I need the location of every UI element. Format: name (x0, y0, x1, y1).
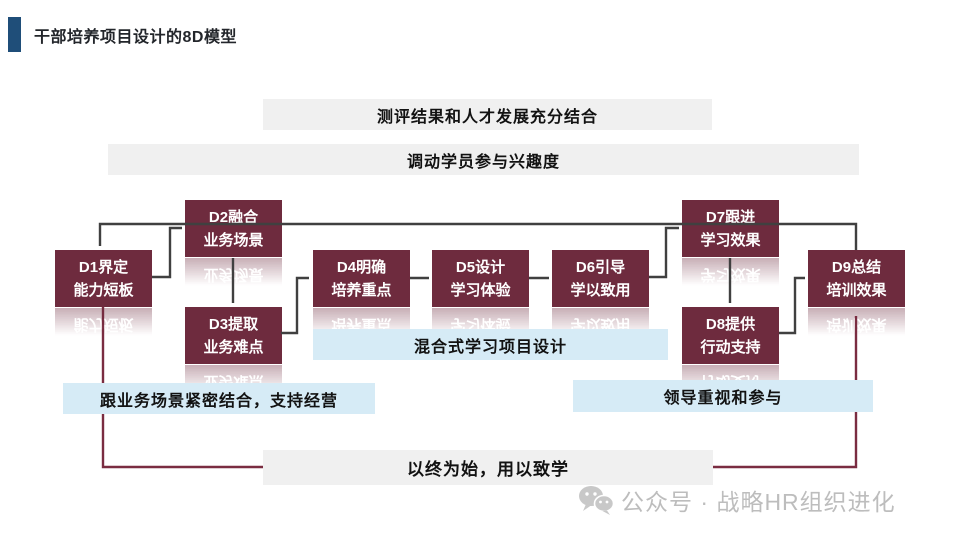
box-d4-line2: 培养重点 (331, 281, 392, 299)
box-d6: D6引导 学以致用 (552, 250, 649, 307)
box-d2: D2融合 业务场景 (185, 200, 282, 257)
box-d8: D8提供 行动支持 (682, 307, 779, 364)
watermark-text: 公众号 · 战略HR组织进化 (621, 489, 896, 515)
connector-d6-d7 (649, 226, 679, 279)
box-d3-line2: 业务难点 (203, 338, 264, 356)
box-d6-line1: D6引导 (575, 258, 626, 276)
box-d5-line1: D5设计 (455, 258, 506, 276)
banner-begin-with-end: 以终为始，用以致学 (263, 450, 713, 485)
connector-d1-d2 (152, 226, 182, 279)
box-d8-line1: D8提供 (705, 315, 756, 333)
page-title: 干部培养项目设计的8D模型 (34, 29, 237, 46)
box-d5: D5设计 学习体验 (432, 250, 529, 307)
connector-d3-d4 (281, 276, 309, 335)
watermark: 公众号 · 战略HR组织进化 (578, 483, 896, 517)
connector-d8-d9 (779, 276, 805, 335)
box-d2-line2: 业务场景 (203, 231, 264, 249)
box-d7: D7跟进 学习效果 (682, 200, 779, 257)
banner-business-scenario: 跟业务场景紧密结合，支持经营 (63, 383, 375, 414)
banner-engage-interest: 调动学员参与兴趣度 (108, 144, 859, 175)
box-d6-line2: 学以致用 (570, 281, 631, 299)
box-d7-line1: D7跟进 (705, 208, 756, 226)
box-d9: D9总结 培训效果 (808, 250, 905, 307)
box-d4-line1: D4明确 (336, 258, 387, 276)
box-d9-line1: D9总结 (831, 258, 882, 276)
banner-leader-participation: 领导重视和参与 (573, 380, 873, 412)
box-d2-line1: D2融合 (208, 208, 259, 226)
box-d1-line1: D1界定 (78, 258, 129, 276)
banner-blended-learning: 混合式学习项目设计 (313, 329, 668, 360)
box-d4: D4明确 培养重点 (313, 250, 410, 307)
title-accent-bar (8, 17, 21, 52)
box-d1-line2: 能力短板 (73, 281, 134, 299)
wechat-icon (579, 486, 614, 515)
box-d5-line2: 学习体验 (450, 281, 511, 299)
box-d3-line1: D3提取 (208, 315, 259, 333)
banner-assessment-results: 测评结果和人才发展充分结合 (263, 99, 712, 130)
box-d7-line2: 学习效果 (700, 231, 761, 249)
box-d1: D1界定 能力短板 (55, 250, 152, 307)
box-d3: D3提取 业务难点 (185, 307, 282, 364)
box-d9-line2: 培训效果 (826, 281, 887, 299)
box-d8-line2: 行动支持 (700, 338, 761, 356)
